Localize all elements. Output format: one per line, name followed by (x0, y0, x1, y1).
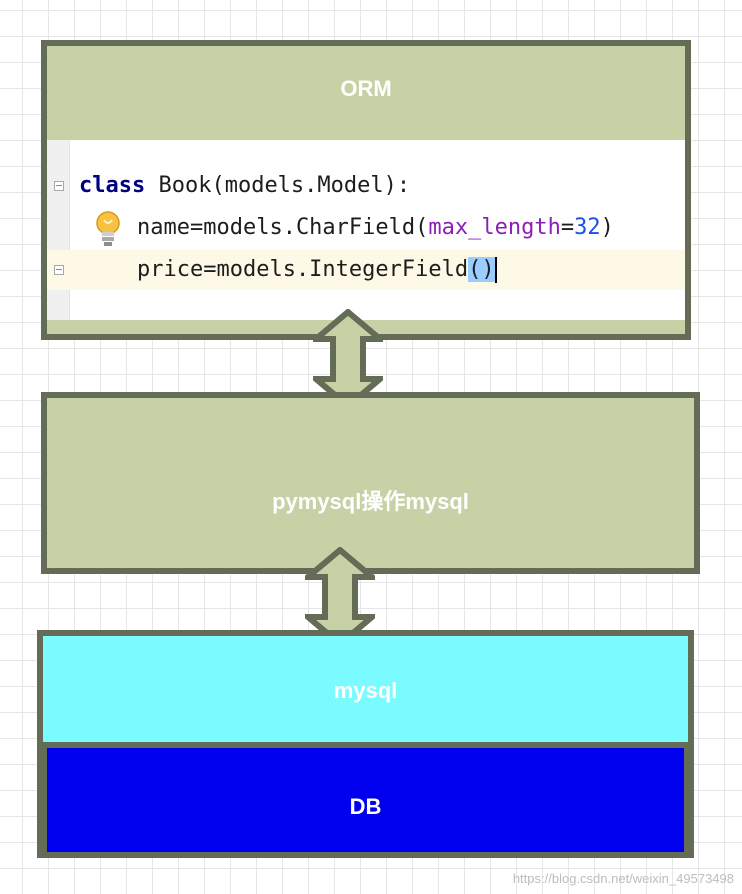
code-equals: = (560, 215, 575, 240)
code-snippet-panel: class Book(models.Model): name=models.Ch… (47, 140, 685, 320)
fold-marker-icon (54, 181, 64, 191)
mysql-layer-box: mysql DB (37, 630, 694, 858)
orm-label: ORM (340, 76, 392, 101)
text-caret (494, 257, 497, 283)
code-name-assignment: name=models.CharField( (137, 215, 429, 240)
code-highlighted-parens: () (468, 257, 495, 282)
pymysql-label: pymysql操作mysql (272, 489, 469, 514)
code-line-class: class Book(models.Model): (47, 166, 685, 206)
watermark-text: https://blog.csdn.net/weixin_49573498 (512, 871, 734, 886)
pymysql-layer-box: pymysql操作mysql (41, 392, 700, 574)
mysql-label: mysql (333, 678, 398, 703)
mysql-band: mysql (43, 636, 688, 742)
fold-marker-icon (54, 265, 64, 275)
db-band: DB (47, 748, 684, 852)
code-line-price-field: price=models.IntegerField() (47, 250, 685, 290)
code-number-32: 32 (574, 215, 601, 240)
code-param-max-length: max_length (428, 215, 561, 240)
db-label: DB (349, 794, 382, 819)
code-line-name-field: name=models.CharField(max_length=32) (47, 208, 685, 248)
code-class-declaration: Book(models.Model): (145, 173, 411, 198)
orm-layer-box: ORM class Book(models.Model): name=model… (41, 40, 691, 340)
lightbulb-icon (96, 211, 120, 246)
code-close-paren: ) (600, 215, 614, 240)
code-price-assignment: price=models.IntegerField (137, 257, 469, 282)
code-keyword-class: class (79, 173, 146, 198)
